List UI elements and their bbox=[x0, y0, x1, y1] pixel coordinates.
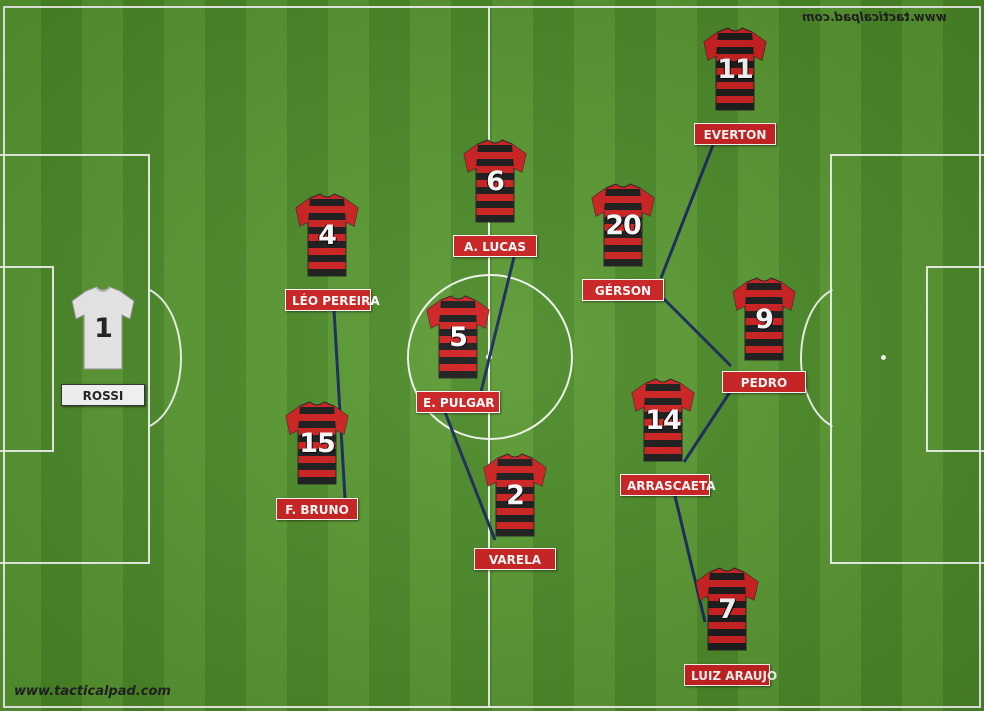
link-gerson-pedro bbox=[662, 297, 733, 368]
player-number: 1 bbox=[94, 313, 113, 344]
right-goal-area bbox=[926, 266, 984, 452]
player-number: 4 bbox=[318, 220, 337, 251]
player-number: 6 bbox=[486, 166, 505, 197]
link-a-lucas-e-pulgar bbox=[479, 256, 516, 393]
player-number: 9 bbox=[755, 304, 774, 335]
left-goal-area bbox=[0, 266, 54, 452]
player-rossi-jersey[interactable]: 1 bbox=[68, 285, 138, 371]
player-label-gerson[interactable]: GÉRSON bbox=[582, 279, 664, 301]
player-label-everton[interactable]: EVERTON bbox=[694, 123, 776, 145]
player-label-arrascaeta[interactable]: ARRASCAETA bbox=[620, 474, 716, 496]
player-everton-jersey[interactable]: 11 bbox=[700, 26, 770, 112]
link-leo-pereira-f-bruno bbox=[332, 309, 347, 499]
player-number: 7 bbox=[718, 594, 737, 625]
left-penalty-area bbox=[0, 154, 150, 564]
club-shirt-icon bbox=[463, 139, 527, 223]
club-shirt-icon bbox=[591, 183, 655, 267]
link-pedro-arrascaeta bbox=[682, 391, 732, 463]
player-label-pedro[interactable]: PEDRO bbox=[722, 371, 806, 393]
player-number: 15 bbox=[299, 428, 336, 459]
goalkeeper-shirt-icon bbox=[71, 286, 135, 370]
right-penalty-spot bbox=[881, 355, 886, 360]
player-a-lucas-jersey[interactable]: 6 bbox=[460, 138, 530, 224]
link-everton-gerson bbox=[659, 144, 715, 279]
player-label-luiz-araujo[interactable]: LUIZ ARAUJO bbox=[684, 664, 777, 686]
player-arrascaeta-jersey[interactable]: 14 bbox=[628, 377, 698, 463]
player-label-leo-pereira[interactable]: LÉO PEREIRA bbox=[285, 289, 380, 311]
club-shirt-icon bbox=[285, 401, 349, 485]
link-e-pulgar-varela bbox=[443, 411, 497, 541]
player-label-e-pulgar[interactable]: E. PULGAR bbox=[416, 391, 500, 413]
player-leo-pereira-jersey[interactable]: 4 bbox=[292, 192, 362, 278]
watermark-top-mirrored: www.tacticalpad.com bbox=[802, 10, 947, 24]
centre-circle bbox=[407, 274, 573, 440]
club-shirt-icon bbox=[483, 453, 547, 537]
link-arrascaeta-luiz-araujo bbox=[673, 495, 707, 623]
player-number: 11 bbox=[717, 54, 754, 85]
player-label-varela[interactable]: VARELA bbox=[474, 548, 556, 570]
club-shirt-icon bbox=[703, 27, 767, 111]
club-shirt-icon bbox=[695, 567, 759, 651]
club-shirt-icon bbox=[732, 277, 796, 361]
player-gerson-jersey[interactable]: 20 bbox=[588, 182, 658, 268]
club-shirt-icon bbox=[426, 295, 490, 379]
pitch-boundary bbox=[3, 6, 981, 708]
player-label-rossi[interactable]: ROSSI bbox=[61, 384, 145, 406]
player-pedro-jersey[interactable]: 9 bbox=[729, 276, 799, 362]
club-shirt-icon bbox=[295, 193, 359, 277]
player-number: 5 bbox=[449, 322, 468, 353]
player-varela-jersey[interactable]: 2 bbox=[480, 452, 550, 538]
player-label-f-bruno[interactable]: F. BRUNO bbox=[276, 498, 358, 520]
player-number: 20 bbox=[605, 210, 642, 241]
player-luiz-araujo-jersey[interactable]: 7 bbox=[692, 566, 762, 652]
player-number: 14 bbox=[645, 405, 682, 436]
watermark-bottom: www.tacticalpad.com bbox=[14, 684, 171, 699]
player-number: 2 bbox=[506, 480, 525, 511]
player-e-pulgar-jersey[interactable]: 5 bbox=[423, 294, 493, 380]
player-f-bruno-jersey[interactable]: 15 bbox=[282, 400, 352, 486]
club-shirt-icon bbox=[631, 378, 695, 462]
player-label-a-lucas[interactable]: A. LUCAS bbox=[453, 235, 537, 257]
